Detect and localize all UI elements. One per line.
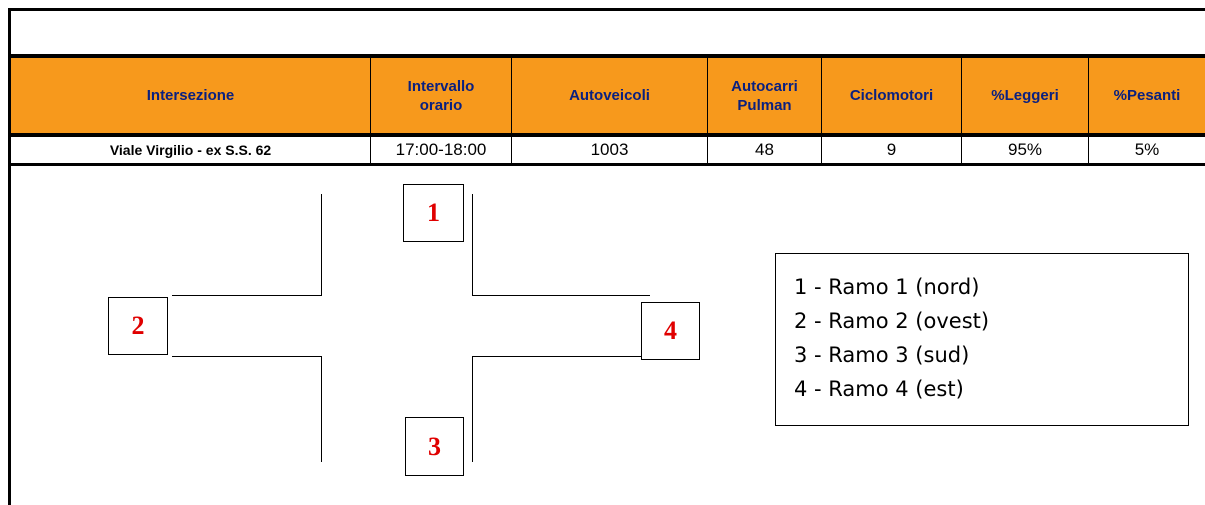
label-box-est: 4 xyxy=(641,302,700,360)
header-intervallo-orario: Intervallo orario xyxy=(371,58,512,133)
cell-ciclomotori: 9 xyxy=(822,137,962,163)
header-autoveicoli: Autoveicoli xyxy=(512,58,708,133)
legend-item-ovest: 2 - Ramo 2 (ovest) xyxy=(794,309,990,333)
legend-item-sud: 3 - Ramo 3 (sud) xyxy=(794,343,970,367)
header-bottom-rule xyxy=(8,133,1205,137)
west-arm-top-edge xyxy=(172,295,322,296)
header-top-rule xyxy=(8,54,1205,58)
label-box-nord: 1 xyxy=(403,184,464,242)
table-row: Viale Virgilio - ex S.S. 62 17:00-18:00 … xyxy=(11,137,1205,163)
north-arm-left-edge xyxy=(321,194,322,296)
label-box-sud: 3 xyxy=(405,417,464,476)
header-intersezione: Intersezione xyxy=(11,58,371,133)
east-arm-bottom-edge xyxy=(472,356,650,357)
cell-perc-leggeri: 95% xyxy=(962,137,1089,163)
south-arm-right-edge xyxy=(472,356,473,462)
label-box-ovest: 2 xyxy=(108,297,168,355)
north-arm-right-edge xyxy=(472,194,473,296)
header-autocarri-pulman: Autocarri Pulman xyxy=(708,58,822,133)
cell-autocarri-pulman: 48 xyxy=(708,137,822,163)
cell-intervallo-orario: 17:00-18:00 xyxy=(371,137,512,163)
west-arm-bottom-edge xyxy=(172,356,322,357)
header-perc-pesanti: %Pesanti xyxy=(1113,87,1181,104)
header-perc-leggeri: %Leggeri xyxy=(962,58,1089,133)
table-header-row: Intersezione Intervallo orario Autoveico… xyxy=(11,58,1205,133)
south-arm-left-edge xyxy=(321,356,322,462)
legend-item-nord: 1 - Ramo 1 (nord) xyxy=(794,275,980,299)
legend-item-est: 4 - Ramo 4 (est) xyxy=(794,377,964,401)
frame-left-border xyxy=(8,8,11,505)
cell-autoveicoli: 1003 xyxy=(512,137,708,163)
legend-box: 1 - Ramo 1 (nord) 2 - Ramo 2 (ovest) 3 -… xyxy=(775,253,1189,426)
frame-top-border xyxy=(8,8,1205,11)
east-arm-top-edge xyxy=(472,295,650,296)
header-ciclomotori: Ciclomotori xyxy=(822,58,962,133)
cell-intersezione: Viale Virgilio - ex S.S. 62 xyxy=(11,137,371,163)
cell-perc-pesanti: 5% xyxy=(1134,140,1160,159)
row-bottom-rule xyxy=(8,163,1205,166)
